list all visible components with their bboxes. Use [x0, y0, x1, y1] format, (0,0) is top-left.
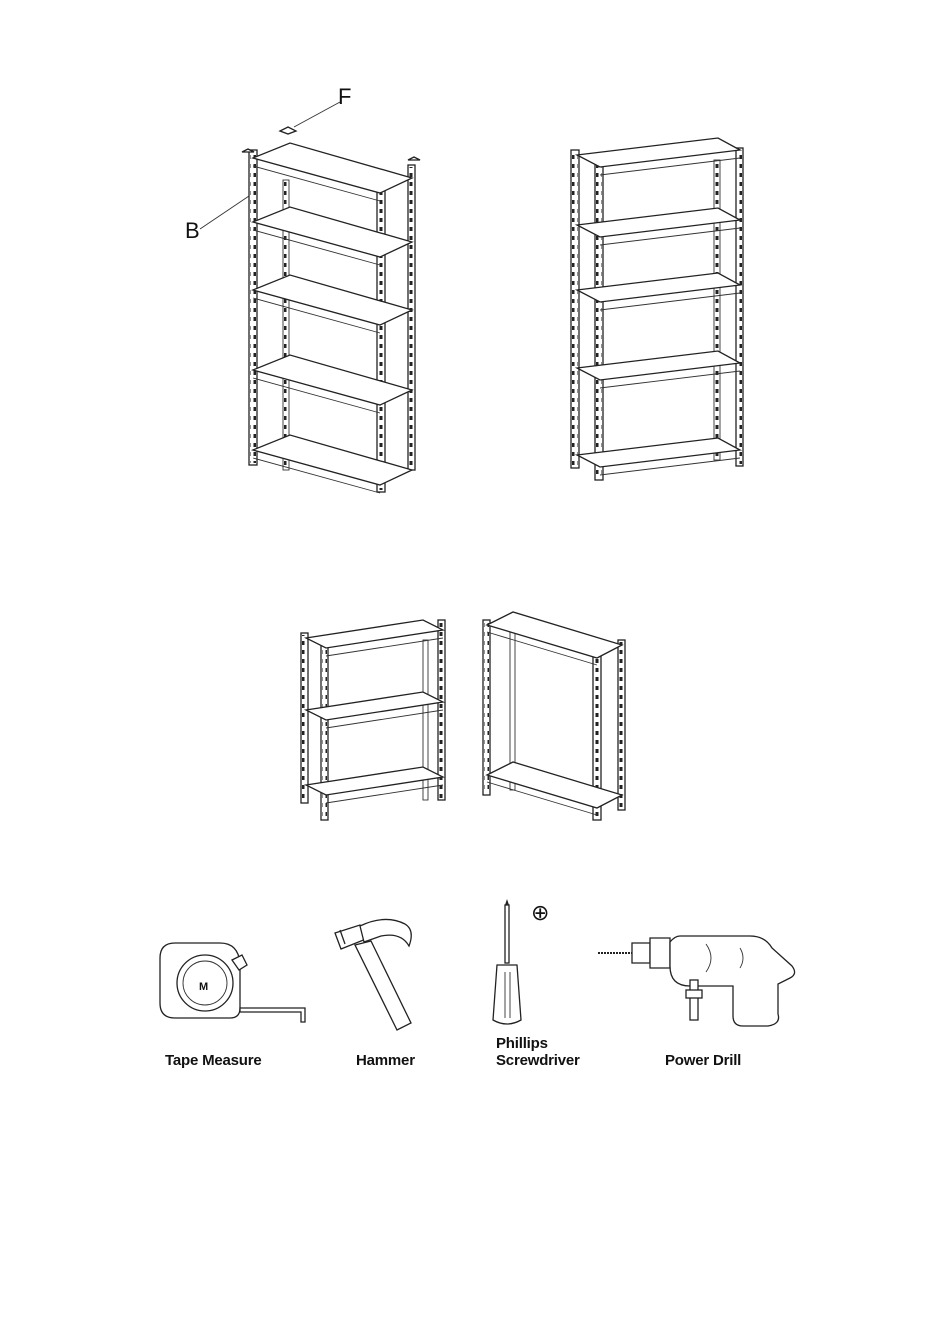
tape-measure-icon: M: [160, 943, 305, 1022]
callout-part-b: B: [185, 218, 200, 244]
power-drill-icon: [598, 936, 795, 1026]
hammer-icon: [335, 919, 411, 1030]
tool-label-screwdriver-line2: Screwdriver: [496, 1052, 580, 1069]
callout-part-f: F: [338, 84, 351, 110]
tall-shelf-assembled: [571, 138, 743, 480]
tool-label-power-drill: Power Drill: [665, 1052, 741, 1069]
tall-shelf-exploded: [200, 102, 420, 493]
short-shelf-right: [483, 612, 625, 820]
tool-label-tape-measure: Tape Measure: [165, 1052, 262, 1069]
svg-text:M: M: [199, 981, 208, 993]
tool-label-screwdriver-line1: Phillips: [496, 1035, 548, 1052]
tool-label-hammer: Hammer: [356, 1052, 415, 1069]
phillips-symbol: ⊕: [531, 900, 549, 926]
phillips-screwdriver-icon: [493, 899, 521, 1024]
short-shelf-left: [301, 620, 445, 820]
